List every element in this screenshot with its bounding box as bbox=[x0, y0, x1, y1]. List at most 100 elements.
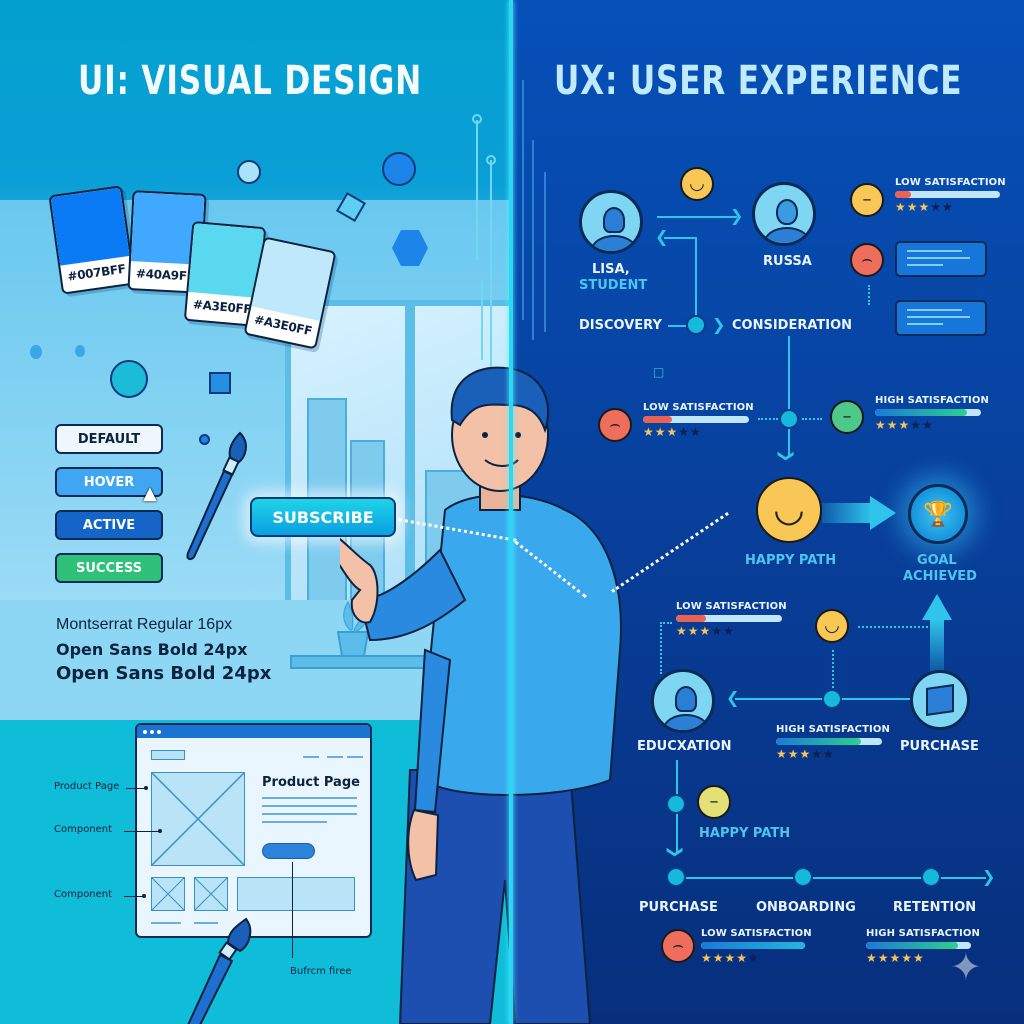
paintbrush-icon bbox=[187, 917, 252, 1024]
timeline bbox=[676, 877, 986, 879]
journey-node[interactable] bbox=[666, 794, 686, 814]
arrow-down-icon: ❯ bbox=[666, 845, 686, 859]
person-illustration bbox=[340, 366, 622, 1024]
arrow-left-icon: ❮ bbox=[655, 227, 669, 246]
wireframe-window: Product Page bbox=[135, 723, 372, 938]
subscribe-button[interactable]: SUBSCRIBE bbox=[250, 497, 396, 537]
satisfaction-meter: LOW SATISFACTION ★★★★★ bbox=[895, 177, 1006, 214]
arrow-down-icon: ❯ bbox=[777, 449, 797, 463]
typography-sample-bold: Open Sans Bold 24px bbox=[56, 640, 248, 659]
happy-face-icon: ◡ bbox=[815, 609, 849, 643]
annotation-button: Bufrcm firee bbox=[290, 966, 352, 977]
circle-shape bbox=[237, 160, 261, 184]
sad-face-icon: ⌢ bbox=[850, 243, 884, 277]
stage-purchase: PURCHASE bbox=[900, 739, 979, 754]
neutral-face-icon: – bbox=[830, 400, 864, 434]
happy-path-label: HAPPY PATH bbox=[745, 553, 837, 568]
education-avatar[interactable] bbox=[651, 669, 715, 733]
chat-bubble bbox=[895, 300, 987, 336]
flow-connector bbox=[657, 216, 737, 218]
goal-label: ACHIEVED bbox=[903, 569, 977, 584]
color-swatch[interactable]: #007BFF bbox=[48, 185, 136, 295]
typography-sample-regular: Montserrat Regular 16px bbox=[56, 616, 233, 633]
dot-shape bbox=[199, 434, 210, 445]
content-block bbox=[237, 877, 355, 911]
journey-node[interactable] bbox=[779, 409, 799, 429]
window-controls bbox=[137, 725, 370, 738]
happy-face-icon: ◡ bbox=[680, 167, 714, 201]
journey-node[interactable] bbox=[686, 315, 706, 335]
annotation-product-page: Product Page bbox=[54, 781, 120, 792]
circuit-node bbox=[486, 155, 496, 165]
satisfaction-meter: LOW SATISFACTION ★★★★★ bbox=[701, 928, 812, 965]
journey-node[interactable] bbox=[822, 689, 842, 709]
panel-divider bbox=[509, 0, 513, 1024]
sad-face-icon: ⌢ bbox=[661, 929, 695, 963]
hover-state-button[interactable]: HOVER bbox=[55, 467, 163, 497]
square-shape bbox=[209, 372, 231, 394]
active-state-button[interactable]: ACTIVE bbox=[55, 510, 163, 540]
dot-shape bbox=[30, 345, 42, 359]
satisfaction-meter: HIGH SATISFACTION ★★★★★ bbox=[866, 928, 980, 965]
stage-discovery: DISCOVERY bbox=[579, 318, 662, 333]
persona-lisa-avatar[interactable] bbox=[579, 190, 643, 254]
stage-purchase: PURCHASE bbox=[639, 900, 718, 915]
default-state-button[interactable]: DEFAULT bbox=[55, 424, 163, 454]
journey-node[interactable] bbox=[793, 867, 813, 887]
wireframe-title: Product Page bbox=[262, 775, 360, 790]
arrow-right-icon: ❯ bbox=[712, 315, 726, 334]
wireframe-button[interactable] bbox=[262, 843, 315, 859]
sparkle-icon: ✦ bbox=[950, 945, 982, 989]
satisfaction-meter: HIGH SATISFACTION ★★★★★ bbox=[875, 395, 989, 432]
thumbnail-placeholder bbox=[194, 877, 228, 911]
success-state-button[interactable]: SUCCESS bbox=[55, 553, 163, 583]
circle-shape bbox=[382, 152, 416, 186]
window-frame bbox=[405, 300, 415, 630]
chat-bubble bbox=[895, 241, 987, 277]
goal-label: GOAL bbox=[917, 553, 957, 568]
cursor-icon: ▲ bbox=[143, 483, 157, 504]
neutral-face-icon: – bbox=[697, 785, 731, 819]
dot-shape bbox=[75, 345, 85, 357]
persona-name: LISA, bbox=[592, 262, 630, 277]
circuit-line bbox=[481, 280, 483, 360]
arrow-right-icon: ❯ bbox=[730, 206, 744, 225]
wireframe-logo bbox=[151, 750, 185, 760]
flow-connector bbox=[788, 336, 790, 456]
arrow-right-icon: ❯ bbox=[982, 867, 996, 886]
typography-sample-bold-large: Open Sans Bold 24px bbox=[56, 663, 272, 684]
persona-role: STUDENT bbox=[579, 278, 648, 293]
arrow-up-icon bbox=[922, 594, 952, 620]
ux-title: UX: USER EXPERIENCE bbox=[554, 58, 963, 104]
thumbnail-placeholder bbox=[151, 877, 185, 911]
journey-node[interactable] bbox=[921, 867, 941, 887]
trophy-icon[interactable]: 🏆 bbox=[908, 484, 968, 544]
annotation-component: Component bbox=[54, 824, 113, 835]
circle-shape bbox=[110, 360, 148, 398]
box-icon[interactable] bbox=[910, 670, 970, 730]
satisfaction-meter: LOW SATISFACTION ★★★★★ bbox=[676, 601, 787, 638]
stage-retention: RETENTION bbox=[893, 900, 977, 915]
image-placeholder bbox=[151, 772, 245, 866]
persona-name: RUSSA bbox=[763, 254, 812, 269]
satisfaction-meter: HIGH SATISFACTION ★★★★★ bbox=[776, 724, 890, 761]
persona-russa-avatar[interactable] bbox=[752, 182, 816, 246]
circuit-node bbox=[472, 114, 482, 124]
sad-face-icon: ⌢ bbox=[598, 408, 632, 442]
circuit-line bbox=[476, 120, 478, 260]
hexagon-shape bbox=[392, 230, 428, 266]
paintbrush-icon bbox=[186, 431, 247, 561]
happy-face-icon: ◡ bbox=[756, 477, 822, 543]
journey-node[interactable] bbox=[666, 867, 686, 887]
happy-path-label: HAPPY PATH bbox=[699, 826, 791, 841]
neutral-face-icon: – bbox=[850, 183, 884, 217]
circuit-line bbox=[490, 160, 492, 380]
arrow-right-icon bbox=[822, 503, 872, 523]
stage-education: EDUCXATION bbox=[637, 739, 732, 754]
ui-title: UI: VISUAL DESIGN bbox=[78, 58, 423, 104]
stage-onboarding: ONBOARDING bbox=[756, 900, 856, 915]
annotation-component: Component bbox=[54, 889, 113, 900]
satisfaction-meter: LOW SATISFACTION ★★★★★ bbox=[643, 402, 754, 439]
arrow-left-icon: ❮ bbox=[726, 688, 740, 707]
stage-consideration: CONSIDERATION bbox=[732, 318, 853, 333]
